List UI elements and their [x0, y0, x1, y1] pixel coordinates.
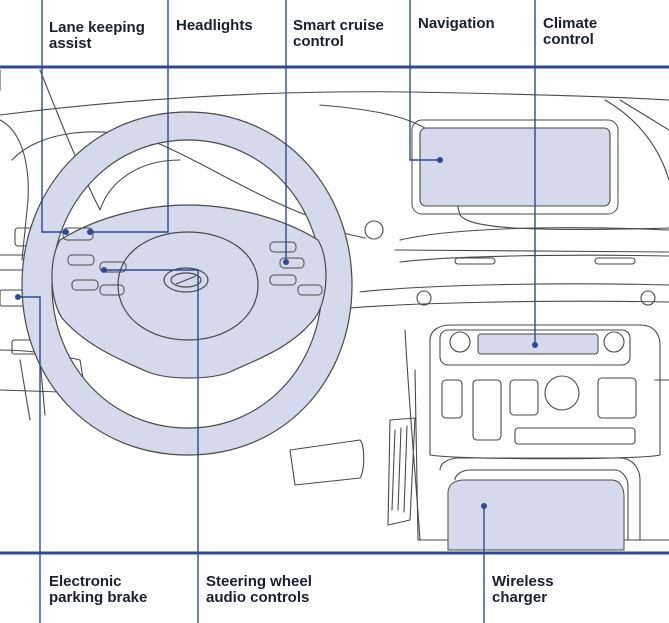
knee-panel — [19, 359, 46, 421]
dash-mid-2 — [329, 300, 669, 311]
leader-lines — [18, 0, 536, 623]
climate-knob-left — [449, 331, 471, 353]
console-panel-left — [441, 379, 463, 419]
audio-button-2 — [99, 261, 127, 273]
label-wireless-charger: Wireless charger — [492, 573, 554, 606]
label-electronic-parking-brake: Electronic parking brake — [49, 573, 148, 606]
left-dash-contour — [0, 119, 29, 261]
start-stop-button — [364, 220, 384, 240]
dot-headlights — [87, 229, 93, 235]
leader-dots — [15, 157, 538, 509]
brake-pedal — [289, 439, 365, 486]
dot-steering-wheel-audio-controls — [101, 267, 107, 273]
label-lane-keeping-assist: Lane keeping assist — [49, 19, 145, 52]
dot-navigation — [437, 157, 443, 163]
leader-navigation — [409, 0, 440, 161]
cruise-button-3 — [269, 274, 297, 286]
dash-knob-right — [640, 290, 656, 306]
dot-electronic-parking-brake — [15, 294, 21, 300]
audio-button-3 — [71, 279, 99, 291]
gear-selector — [544, 375, 580, 411]
cruise-button-4 — [297, 284, 323, 296]
hyundai-logo-inner — [170, 272, 202, 288]
console-btn-col-2 — [509, 379, 539, 416]
label-headlights: Headlights — [176, 17, 253, 34]
dash-mid — [359, 283, 669, 293]
right-door-edge-2 — [619, 99, 669, 131]
navigation-screen — [419, 127, 611, 207]
right-door-edge — [604, 99, 669, 181]
audio-button-1 — [67, 254, 95, 266]
leader-lane-keeping-assist — [41, 0, 66, 233]
dot-climate-control — [532, 342, 538, 348]
hazard-button — [416, 290, 432, 306]
pedal-lines — [391, 425, 408, 513]
leader-steering-wheel-audio-controls — [104, 269, 199, 623]
dot-wireless-charger — [481, 503, 487, 509]
charger-bay-inner — [454, 469, 629, 541]
console-btn-col-3 — [597, 377, 637, 419]
vent-opening-2 — [594, 257, 636, 265]
climate-display — [477, 333, 599, 355]
dot-smart-cruise-control — [283, 259, 289, 265]
cruise-button-1 — [269, 241, 297, 253]
vent-strip — [394, 249, 669, 263]
console-lower-buttons — [514, 427, 636, 445]
cruise-button-2 — [279, 257, 305, 269]
dash-top-line — [0, 91, 669, 116]
dash-right-panel — [399, 227, 669, 241]
steering-wheel — [21, 111, 353, 456]
wheel-buttons — [62, 227, 323, 296]
label-steering-wheel-audio-controls: Steering wheel audio controls — [206, 573, 312, 606]
navigation-bezel — [411, 119, 619, 215]
label-navigation: Navigation — [418, 15, 495, 32]
steering-wheel-rim — [21, 111, 353, 456]
charger-bay-outline — [439, 457, 641, 541]
audio-button-4 — [99, 284, 125, 296]
label-climate-control: Climate control — [543, 15, 598, 48]
leader-headlights — [90, 0, 169, 233]
dash-right-upper — [319, 104, 669, 231]
wireless-charger-pad — [447, 479, 625, 551]
climate-knob-right — [603, 331, 625, 353]
label-smart-cruise-control: Smart cruise control — [293, 17, 384, 50]
accelerator-pedal — [387, 417, 416, 526]
windshield-pillar — [0, 69, 101, 211]
dot-lane-keeping-assist — [63, 229, 69, 235]
lane-assist-button — [62, 227, 94, 241]
leader-electronic-parking-brake — [18, 296, 41, 623]
console-btn-col-1 — [472, 379, 502, 441]
console-side — [404, 329, 421, 541]
vent-opening-1 — [454, 257, 496, 265]
